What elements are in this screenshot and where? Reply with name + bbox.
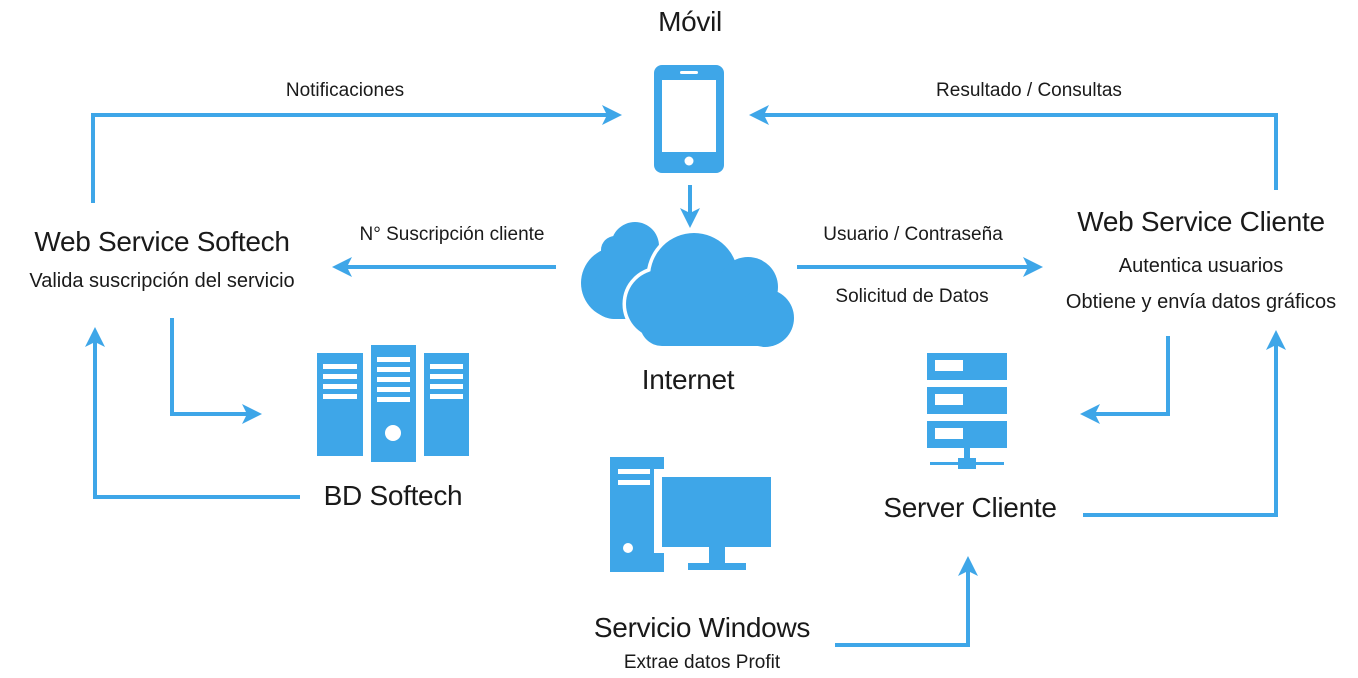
node-ws-softech-title: Web Service Softech	[34, 226, 290, 257]
node-movil-title: Móvil	[658, 6, 722, 37]
arrow-resultado-consultas	[749, 105, 1278, 190]
node-internet-title: Internet	[641, 364, 735, 395]
edge-label-suscripcion: N° Suscripción cliente	[359, 224, 545, 245]
node-ws-softech-subtitle: Valida suscripción del servicio	[29, 270, 295, 292]
edge-label-solicitud-datos: Solicitud de Datos	[835, 286, 989, 307]
edge-label-notificaciones: Notificaciones	[285, 80, 405, 101]
node-ws-cliente-line1: Autentica usuarios	[1118, 255, 1284, 277]
arrow-notificaciones	[91, 105, 622, 203]
arrow-server-to-ws-cliente	[1083, 330, 1286, 517]
node-ws-cliente-line2: Obtiene y envía datos gráficos	[1065, 291, 1337, 313]
node-ws-cliente-title: Web Service Cliente	[1077, 206, 1325, 237]
node-servicio-windows-title: Servicio Windows	[593, 612, 811, 643]
server-rack-icon	[927, 353, 1007, 469]
arrow-bd-to-ws-softech	[85, 327, 300, 499]
arrow-ws-softech-to-bd	[170, 318, 262, 424]
node-server-cliente-title: Server Cliente	[883, 492, 1057, 523]
arrow-ws-cliente-to-server	[1080, 336, 1170, 424]
arrow-servicio-to-server	[835, 556, 978, 647]
desktop-computer-icon	[610, 457, 774, 572]
smartphone-icon	[654, 65, 724, 173]
node-servicio-windows-subtitle: Extrae datos Profit	[623, 652, 781, 673]
database-server-icon	[317, 345, 469, 462]
cloud-icon	[581, 222, 798, 351]
node-bd-softech-title: BD Softech	[323, 480, 463, 511]
edge-label-resultado-consultas: Resultado / Consultas	[936, 80, 1122, 101]
edge-label-usuario-contrasena: Usuario / Contraseña	[823, 224, 1003, 245]
